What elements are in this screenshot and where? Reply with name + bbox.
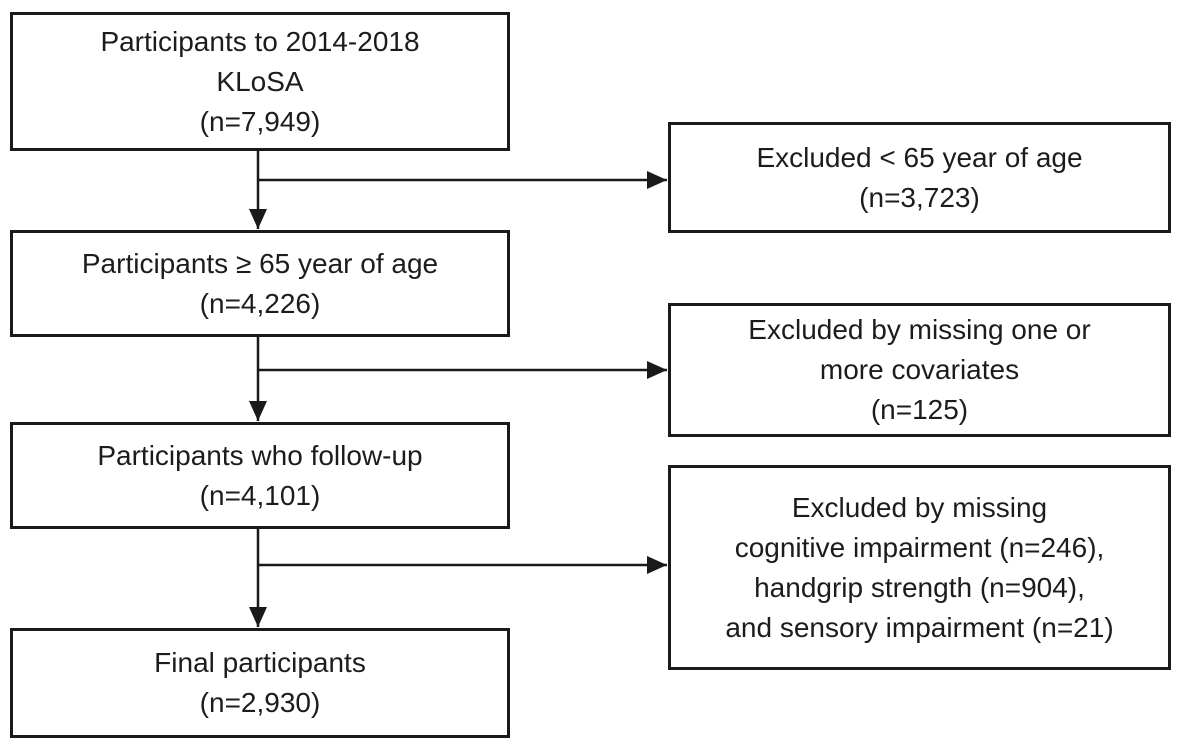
box-text-line: more covariates xyxy=(819,354,1020,385)
flow-box-excluded-missing-covariates: Excluded by missing one or more covariat… xyxy=(668,303,1171,437)
box-text-line: Participants to 2014-2018 xyxy=(100,25,420,57)
box-text-line: (n=4,226) xyxy=(199,287,321,319)
box-text-line: Excluded by missing xyxy=(791,491,1048,523)
flow-box-age-65-plus: Participants ≥ 65 year of age (n=4,226) xyxy=(10,230,510,337)
box-text-line: and sensory impairment (n=21) xyxy=(725,611,1114,643)
box-text-line: (n=7,949) xyxy=(199,105,321,137)
box-text-line: Excluded < 65 year of age xyxy=(756,141,1083,173)
box-text-line: KLoSA xyxy=(216,65,304,97)
flow-box-klosa-participants: Participants to 2014-2018 KLoSA (n=7,949… xyxy=(10,12,510,151)
box-text-line: (n=3,723) xyxy=(859,181,980,213)
box-text-line: Participants who follow-up xyxy=(97,439,423,471)
flow-box-final-participants: Final participants (n=2,930) xyxy=(10,628,510,738)
box-text-line: (n=125) xyxy=(870,394,969,425)
box-text-line: Participants ≥ 65 year of age xyxy=(81,247,439,279)
box-text-line: (n=4,101) xyxy=(199,479,321,511)
flow-box-excluded-under-65: Excluded < 65 year of age (n=3,723) xyxy=(668,122,1171,233)
box-text-line: (n=2,930) xyxy=(199,687,321,718)
flow-box-followup-participants: Participants who follow-up (n=4,101) xyxy=(10,422,510,529)
flow-box-excluded-missing-outcomes: Excluded by missing cognitive impairment… xyxy=(668,465,1171,670)
box-text-line: Excluded by missing one or xyxy=(748,314,1091,345)
box-text-line: cognitive impairment (n=246), xyxy=(734,531,1105,563)
box-text-line: Final participants xyxy=(154,647,366,678)
box-text-line: handgrip strength (n=904), xyxy=(754,571,1085,603)
